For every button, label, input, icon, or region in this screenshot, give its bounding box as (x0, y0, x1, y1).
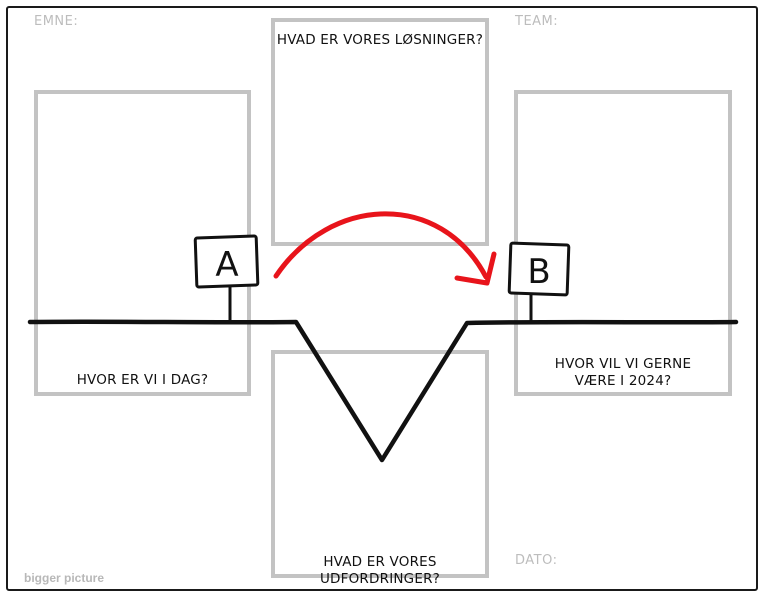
today-caption: HVOR ER VI I DAG? (76, 372, 209, 388)
topic-label: EMNE: (34, 14, 79, 29)
sign-a-letter: A (215, 245, 238, 285)
team-label: TEAM: (515, 14, 559, 29)
goal-caption-line-1: HVOR VIL VI GERNE (554, 356, 692, 372)
sign-b-letter: B (527, 252, 550, 292)
goal-caption-line-2: VÆRE I 2024? (574, 373, 672, 389)
sign-b: B (507, 241, 571, 322)
solutions-box[interactable] (271, 18, 489, 246)
sign-a: A (193, 234, 260, 322)
brand-logo-text: bigger picture (24, 571, 105, 585)
goal-caption: HVOR VIL VI GERNE VÆRE I 2024? (514, 356, 732, 390)
challenges-box[interactable] (271, 350, 489, 578)
solutions-caption: HVAD ER VORES LØSNINGER? (276, 32, 484, 48)
challenges-caption: HVAD ER VORES UDFORDRINGER? (319, 554, 441, 587)
ground-line (27, 319, 739, 463)
canvas-frame (6, 6, 758, 591)
transition-arrow (273, 211, 497, 286)
date-label: DATO: (515, 553, 558, 568)
